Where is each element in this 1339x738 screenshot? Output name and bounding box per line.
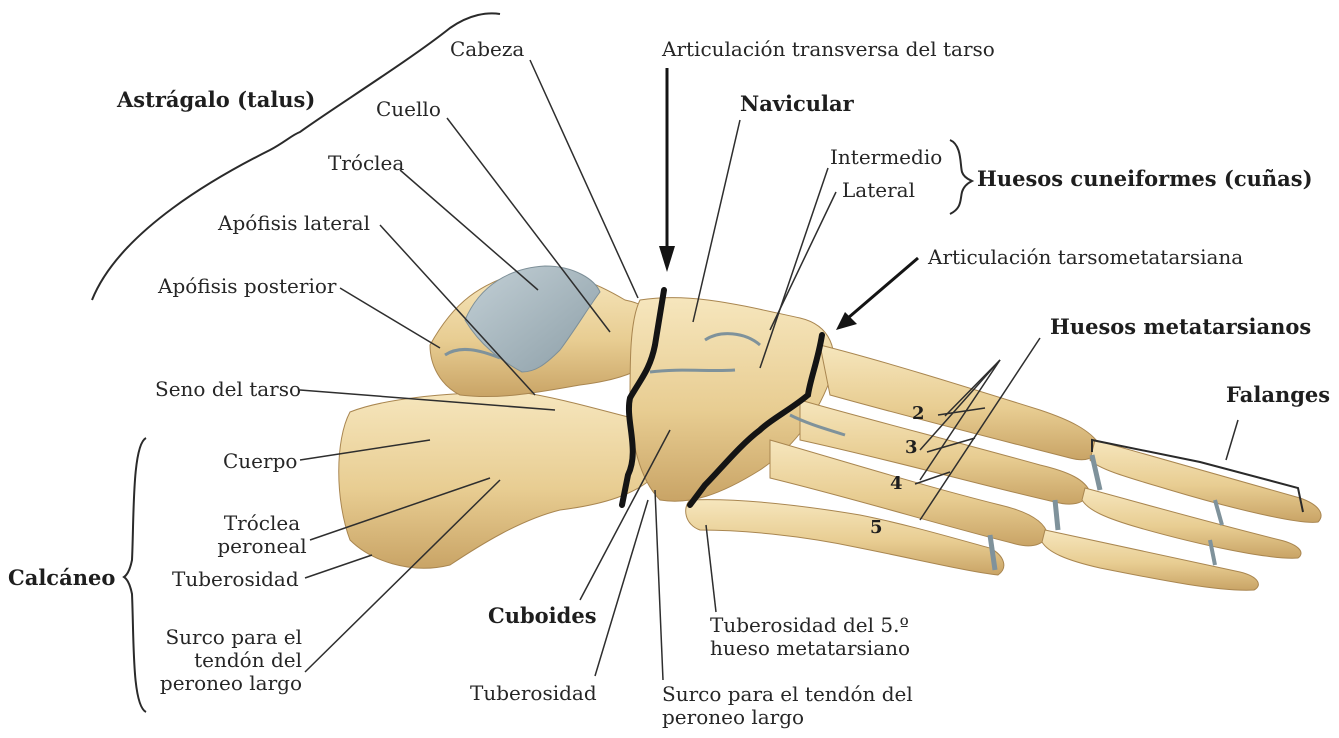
label-calcaneo: Calcáneo	[8, 566, 115, 590]
calcaneo-brace	[124, 438, 146, 712]
label-navicular: Navicular	[740, 92, 854, 116]
label-apofisis-lateral: Apófisis lateral	[218, 212, 370, 235]
arrow-transverse-joint	[659, 68, 675, 272]
label-intermedio: Intermedio	[830, 146, 942, 169]
label-seno-tarso: Seno del tarso	[155, 378, 301, 401]
metatarsal-number-5: 5	[870, 518, 883, 539]
label-astragalo: Astrágalo (talus)	[117, 88, 315, 112]
label-cuello: Cuello	[376, 98, 441, 121]
arrow-tarsometatarsal	[836, 258, 918, 330]
label-troclea: Tróclea	[328, 152, 404, 175]
metatarsal-number-4: 4	[890, 474, 903, 495]
label-cuerpo: Cuerpo	[223, 450, 297, 473]
label-cuboides: Cuboides	[488, 604, 597, 628]
label-tuberosidad-calcaneo: Tuberosidad	[172, 568, 299, 591]
metatarsal-number-2: 2	[912, 404, 925, 425]
label-metatarsianos: Huesos metatarsianos	[1050, 315, 1311, 339]
label-surco-cuboides: Surco para el tendón del peroneo largo	[662, 683, 913, 729]
label-cuneiformes: Huesos cuneiformes (cuñas)	[977, 167, 1313, 191]
metatarsal-number-3: 3	[905, 438, 918, 459]
astragalo-bracket	[92, 13, 500, 300]
label-apofisis-posterior: Apófisis posterior	[158, 275, 336, 298]
cuneiformes-brace	[950, 140, 972, 214]
label-articulacion-transversa: Articulación transversa del tarso	[662, 38, 995, 61]
label-cabeza: Cabeza	[450, 38, 524, 61]
label-tuberosidad-cuboides: Tuberosidad	[470, 682, 597, 705]
label-tuberosidad-5: Tuberosidad del 5.º hueso metatarsiano	[710, 614, 910, 660]
label-troclea-peroneal: Tróclea peroneal	[216, 512, 308, 558]
label-falanges: Falanges	[1226, 383, 1330, 407]
label-lateral: Lateral	[842, 179, 915, 202]
label-articulacion-tarsometatarsiana: Articulación tarsometatarsiana	[928, 246, 1243, 269]
label-surco-calcaneo: Surco para el tendón del peroneo largo	[150, 626, 302, 695]
